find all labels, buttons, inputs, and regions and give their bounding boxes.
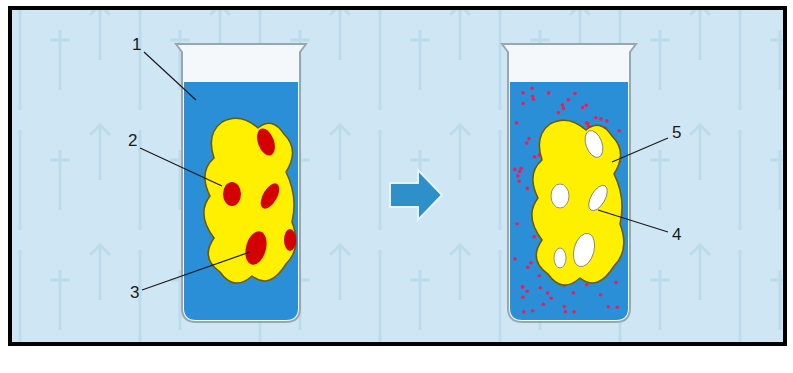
frame: [10, 8, 785, 344]
callout-number: 4: [672, 226, 681, 243]
callout-number: 3: [130, 284, 139, 301]
particle: [530, 86, 534, 90]
particle: [563, 305, 567, 309]
particle: [538, 274, 542, 278]
particle: [562, 107, 566, 111]
particle: [525, 289, 529, 293]
particle: [573, 92, 577, 96]
particle: [572, 310, 576, 314]
particle: [567, 98, 571, 102]
callout-number: 1: [132, 36, 141, 53]
particle: [513, 257, 517, 261]
particle: [599, 293, 603, 297]
particle: [605, 119, 609, 123]
leader-lines: [140, 52, 668, 290]
particle: [527, 137, 531, 141]
particle: [531, 95, 535, 99]
particle: [532, 235, 536, 239]
particle: [542, 302, 546, 306]
process-arrow: [390, 170, 442, 220]
particle: [521, 296, 525, 300]
particle: [594, 116, 598, 120]
particle: [529, 261, 533, 265]
particle: [517, 179, 521, 183]
particle: [515, 222, 519, 226]
particle: [533, 155, 537, 159]
particle: [585, 104, 589, 108]
particle: [522, 310, 526, 314]
particle: [557, 111, 561, 115]
particle: [539, 286, 543, 290]
particle: [599, 117, 603, 121]
particle: [581, 106, 585, 110]
particle: [572, 291, 576, 295]
particle: [513, 168, 517, 172]
particle: [521, 285, 525, 289]
particle: [521, 285, 525, 289]
particle: [526, 187, 530, 191]
particle: [585, 121, 589, 125]
particle: [564, 310, 568, 314]
callout-number: 2: [128, 132, 137, 149]
particle: [549, 296, 553, 300]
particle: [547, 91, 551, 95]
particle: [515, 121, 519, 125]
particle: [531, 309, 535, 313]
particle: [561, 103, 565, 107]
particle: [546, 291, 550, 295]
particle: [516, 174, 520, 178]
sponge: [532, 120, 624, 285]
beaker-before: [176, 44, 306, 322]
particle: [526, 266, 530, 270]
particle: [617, 129, 621, 133]
particle: [525, 141, 529, 145]
particle: [585, 283, 589, 287]
particle: [518, 170, 522, 174]
particle: [607, 305, 611, 309]
callout-number: 5: [672, 124, 681, 141]
particle: [614, 281, 618, 285]
beaker-after: [502, 44, 636, 322]
particle: [616, 305, 620, 309]
sponge: [204, 118, 296, 283]
particle: [521, 91, 525, 95]
particle: [521, 102, 525, 106]
